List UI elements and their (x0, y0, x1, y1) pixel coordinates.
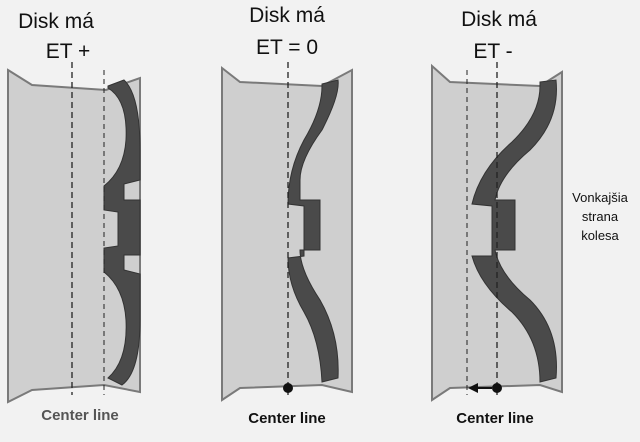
outer-side-label: Vonkajšia strana kolesa (562, 188, 638, 245)
panel-title-line1: Disk má (18, 10, 94, 33)
panel-title-line2: ET + (45, 40, 91, 63)
wheel-disc (103, 79, 141, 386)
center-line-label: Center line (248, 410, 326, 427)
center-line-label: Center line (41, 407, 119, 424)
center-line-label: Center line (456, 410, 534, 427)
centerline-dot (492, 383, 502, 393)
wheel-disc (471, 79, 557, 383)
outer-side-label-line3: kolesa (581, 228, 619, 243)
offset-arrow-head (468, 383, 478, 393)
wheel-panel-et-zero (221, 62, 353, 402)
outer-side-label-line2: strana (581, 209, 619, 224)
panel-title-line1: Disk má (461, 8, 537, 31)
outer-side-label-line1: Vonkajšia (572, 190, 628, 205)
panel-title-line2: ET - (473, 40, 513, 63)
panel-title-line2: ET = 0 (255, 36, 319, 59)
wheel-disc (287, 79, 339, 383)
rim-outline (7, 68, 141, 404)
panel-title-line1: Disk má (249, 4, 325, 27)
wheel-panel-et-plus (7, 62, 141, 404)
centerline-dot (283, 383, 293, 393)
wheel-panel-et-minus (431, 62, 563, 402)
